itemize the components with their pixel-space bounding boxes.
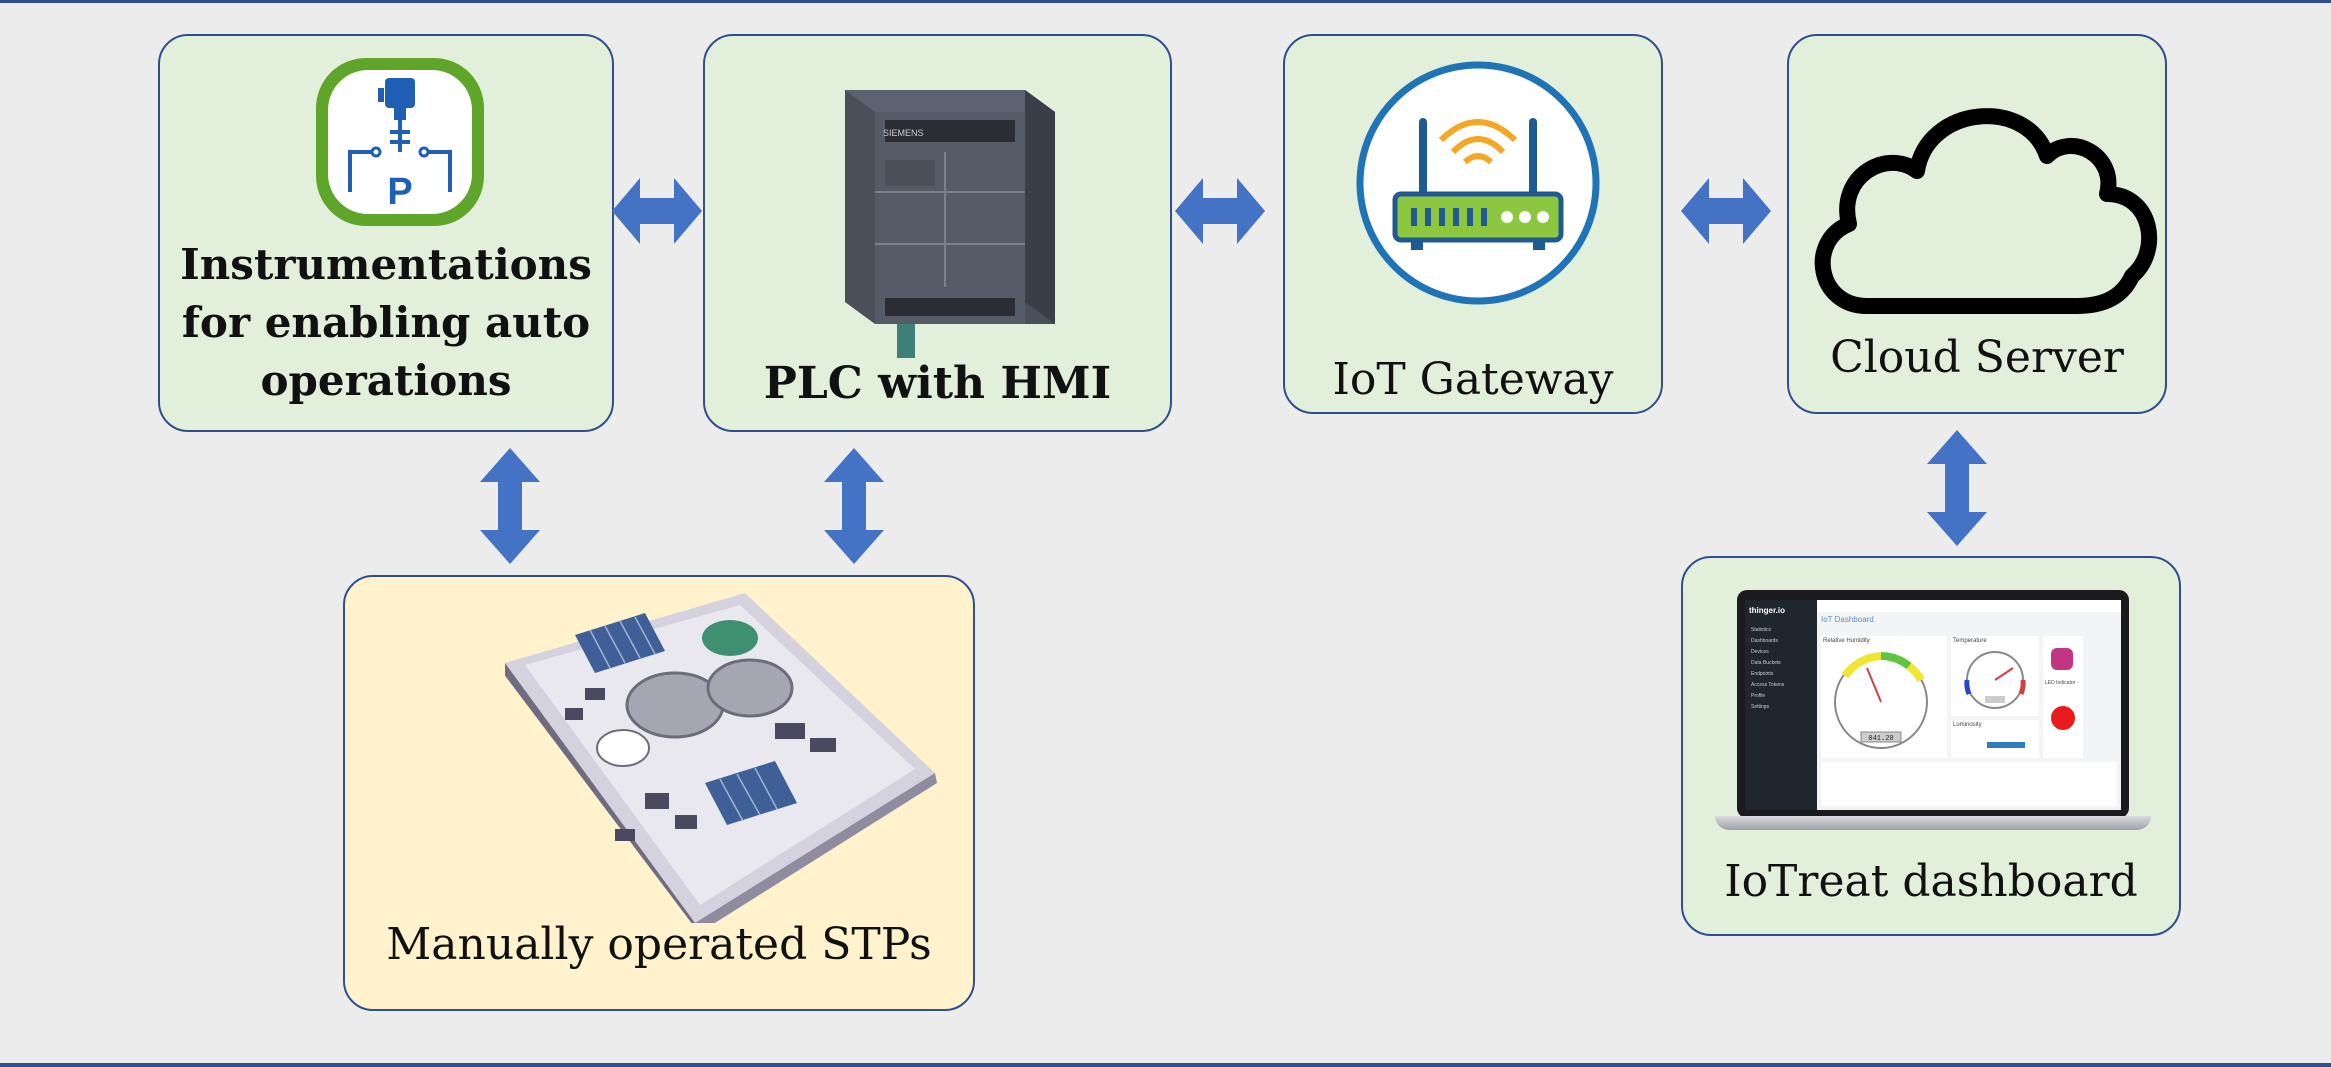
cloud-node: Cloud Server: [1787, 34, 2167, 414]
router-icon: [1356, 61, 1600, 305]
led-widget-title: LED Indicator: [2045, 680, 2076, 686]
dashboard-menu-item: Devices: [1751, 649, 1769, 655]
arrow-instrumentation-stp: [480, 448, 540, 564]
instrumentation-node: P Instrumentations for enabling auto ope…: [158, 34, 614, 432]
plc-brand: SIEMENS: [883, 128, 924, 138]
cloud-icon: [1814, 108, 2158, 314]
arrow-instrumentation-plc: [612, 178, 702, 244]
temperature-widget: Temperature: [1951, 636, 2039, 716]
gateway-label: IoT Gateway: [1332, 354, 1614, 405]
led-widget: LED Indicator: [2043, 636, 2083, 758]
instagram-icon: [2051, 648, 2073, 670]
svg-text:P: P: [387, 171, 412, 213]
dashboard-menu-item: Profile: [1751, 693, 1766, 699]
dashboard-menu-item: Dashboards: [1751, 638, 1778, 644]
dashboard-brand: thinger.io: [1749, 606, 1785, 615]
bottom-widget-row: [1821, 762, 2117, 806]
luminosity-bar: [1987, 742, 2025, 748]
luminosity-widget: Luminosity: [1951, 720, 2039, 758]
dashboard-menu-item: Endpoints: [1751, 671, 1774, 677]
stp-node: Manually operated STPs: [343, 575, 975, 1011]
humidity-readout: 041.20: [1868, 735, 1893, 743]
luminosity-widget-title: Luminosity: [1953, 722, 1982, 728]
dashboard-topbar: [1817, 600, 2121, 612]
temperature-widget-title: Temperature: [1953, 638, 1987, 644]
laptop-base: [1715, 816, 2151, 830]
cloud-label: Cloud Server: [1830, 332, 2124, 383]
dashboard-menu-item: Settings: [1751, 704, 1770, 710]
dashboard-menu-item: Statistics: [1751, 627, 1772, 633]
temperature-gauge: [1964, 651, 2026, 709]
humidity-widget: Relative Humidity 041.20: [1821, 636, 1947, 758]
arrow-gateway-cloud: [1681, 178, 1771, 244]
dashboard-label: IoTreat dashboard: [1724, 856, 2138, 907]
led-indicator: [2051, 706, 2075, 730]
humidity-widget-title: Relative Humidity: [1823, 638, 1870, 644]
arrow-plc-gateway: [1175, 178, 1265, 244]
pressure-transmitter-icon: P: [316, 58, 484, 226]
dashboard-title: IoT Dashboard: [1821, 615, 1874, 624]
dashboard-menu-item: Access Tokens: [1751, 682, 1785, 688]
arrow-plc-stp: [824, 448, 884, 564]
bottom-border: [0, 1063, 2331, 1067]
dashboard-menu-item: Data Buckets: [1751, 660, 1781, 666]
plc-node: SIEMENS PLC with HMI: [703, 34, 1172, 432]
plc-device-image: SIEMENS: [845, 90, 1055, 358]
arrow-cloud-dashboard: [1927, 430, 1987, 546]
stp-plant-image: [505, 593, 937, 923]
gateway-node: IoT Gateway: [1283, 34, 1663, 414]
humidity-gauge: 041.20: [1834, 652, 1928, 749]
top-border: [0, 0, 2331, 3]
stp-label: Manually operated STPs: [386, 919, 932, 970]
plc-label: PLC with HMI: [763, 358, 1112, 409]
instrumentation-label: Instrumentations for enabling auto opera…: [180, 240, 592, 405]
dashboard-main: IoT Dashboard Relative Humidity 041.20 T…: [1817, 600, 2121, 810]
